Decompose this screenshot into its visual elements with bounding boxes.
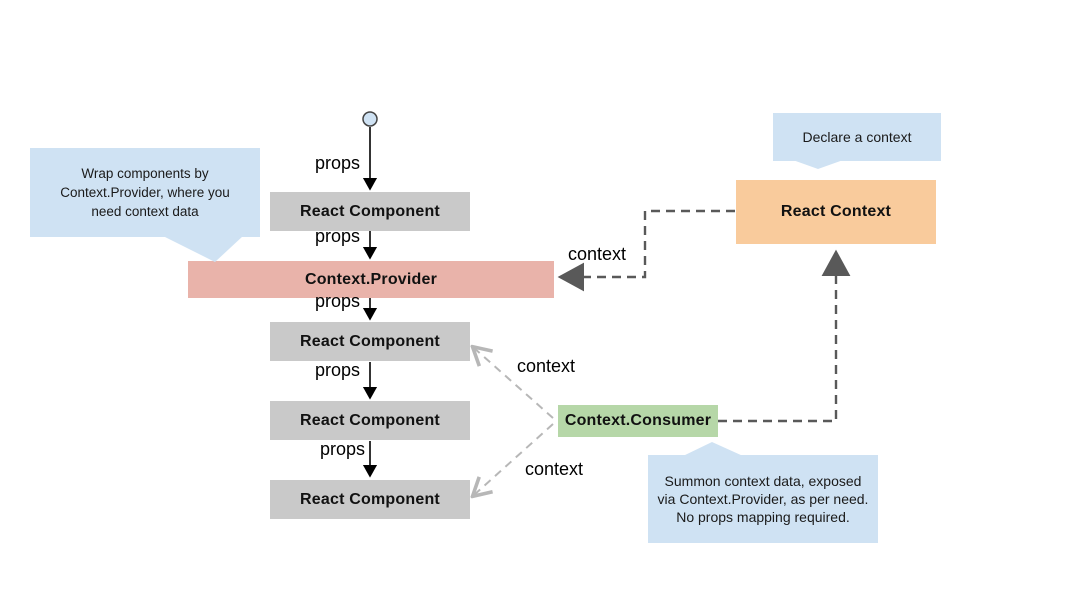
props-label-4: props	[314, 360, 360, 380]
react-component-box-3[interactable]: React Component	[270, 401, 470, 440]
consumer-note-line1: Summon context data, exposed via Context…	[657, 473, 869, 507]
props-label-5: props	[319, 439, 365, 459]
react-context-box[interactable]: React Context	[736, 180, 936, 244]
provider-note-text: Wrap components by Context.Provider, whe…	[60, 166, 230, 219]
declare-context-callout-tail	[790, 159, 846, 169]
consumer-to-component-lower-arrow	[474, 423, 554, 495]
consumer-note-line2: No props mapping required.	[676, 509, 850, 525]
consumer-note-callout: Summon context data, exposed via Context…	[648, 455, 878, 543]
context-provider-box[interactable]: Context.Provider	[188, 261, 554, 298]
context-label-lower: context	[525, 459, 584, 479]
context-to-provider-arrow	[557, 209, 735, 292]
consumer-note-callout-tail	[683, 442, 743, 456]
start-circle	[362, 111, 378, 127]
consumer-to-context-arrow	[718, 249, 851, 423]
react-component-box-4[interactable]: React Component	[270, 480, 470, 519]
props-label-1: props	[314, 153, 360, 173]
props-label-3: props	[314, 291, 360, 311]
props-label-2: props	[314, 226, 360, 246]
consumer-to-component-upper-arrow	[474, 348, 554, 419]
provider-note-callout: Wrap components by Context.Provider, whe…	[30, 148, 260, 237]
react-component-box-1[interactable]: React Component	[270, 192, 470, 231]
declare-context-callout: Declare a context	[773, 113, 941, 161]
context-label-provider: context	[568, 244, 627, 264]
context-consumer-box[interactable]: Context.Consumer	[558, 405, 718, 437]
context-label-upper: context	[517, 356, 576, 376]
declare-context-text: Declare a context	[802, 129, 912, 145]
provider-note-callout-tail	[163, 236, 243, 262]
react-component-box-2[interactable]: React Component	[270, 322, 470, 361]
